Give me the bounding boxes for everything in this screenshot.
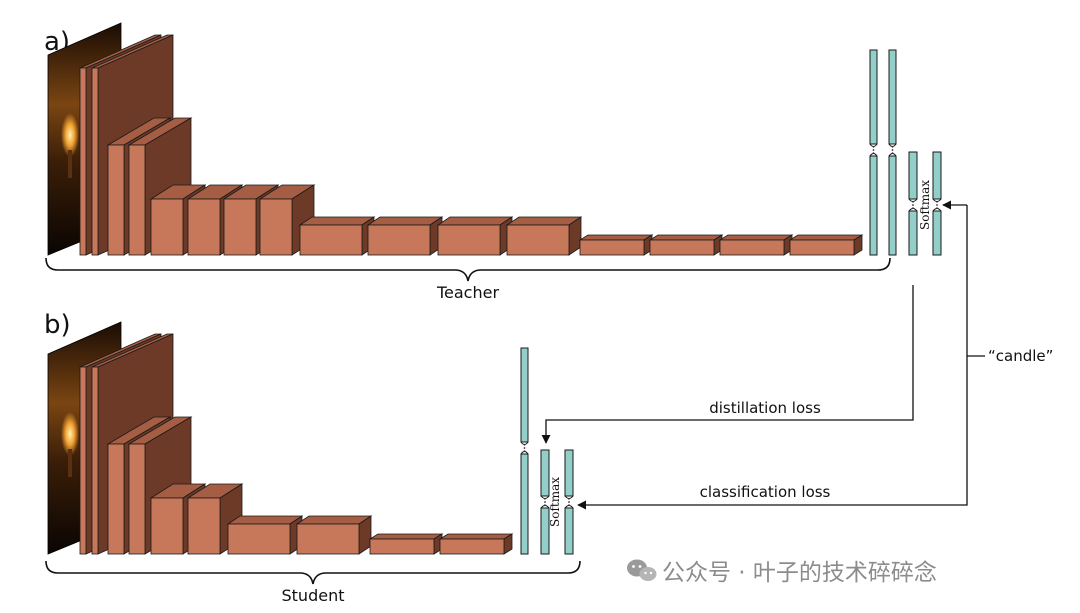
student-output-1 [540,449,550,555]
student-conv-4-1 [226,515,304,555]
student-fc-1 [520,347,529,555]
teacher-fc-2 [888,49,897,256]
student-softmax-label: Softmax [548,477,562,527]
teacher-conv-5-2 [648,234,724,256]
classification-arrow [577,205,968,510]
wechat-icon [627,559,657,581]
teacher-fc-1 [869,49,878,256]
student-brace [45,560,581,585]
teacher-conv-5-3 [718,234,794,256]
student-output-2 [564,449,574,555]
student-fc-group: Softmax [520,347,574,555]
classification-label: classification loss [700,483,831,501]
student-conv-5-1 [368,533,444,555]
teacher-conv-5-1 [578,234,654,256]
student-conv-3-2 [186,483,244,555]
watermark-text: 公众号 · 叶子的技术碎碎念 [662,560,937,586]
teacher-conv-5-4 [788,234,864,256]
student-caption: Student [282,586,345,605]
teacher-brace [45,257,891,282]
teacher-conv-4-1 [298,216,376,256]
teacher-conv-4-3 [436,216,514,256]
teacher-output-2 [932,151,942,256]
student-conv-5-2 [438,533,514,555]
teacher-caption: Teacher [436,283,499,302]
panel-b-label: b) [44,310,71,340]
teacher-conv-4-4 [505,216,583,256]
distillation-arrow [541,285,914,444]
target-label: “candle” [988,347,1053,365]
distillation-label: distillation loss [709,399,821,417]
teacher-fc-group: Softmax [869,49,942,256]
teacher-softmax-label: Softmax [918,180,932,230]
teacher-conv-4-2 [366,216,444,256]
teacher-output-1 [908,151,918,256]
teacher-network [47,22,864,256]
student-conv-4-2 [295,515,373,555]
student-network [47,321,514,555]
watermark: 公众号 · 叶子的技术碎碎念 [627,559,937,586]
